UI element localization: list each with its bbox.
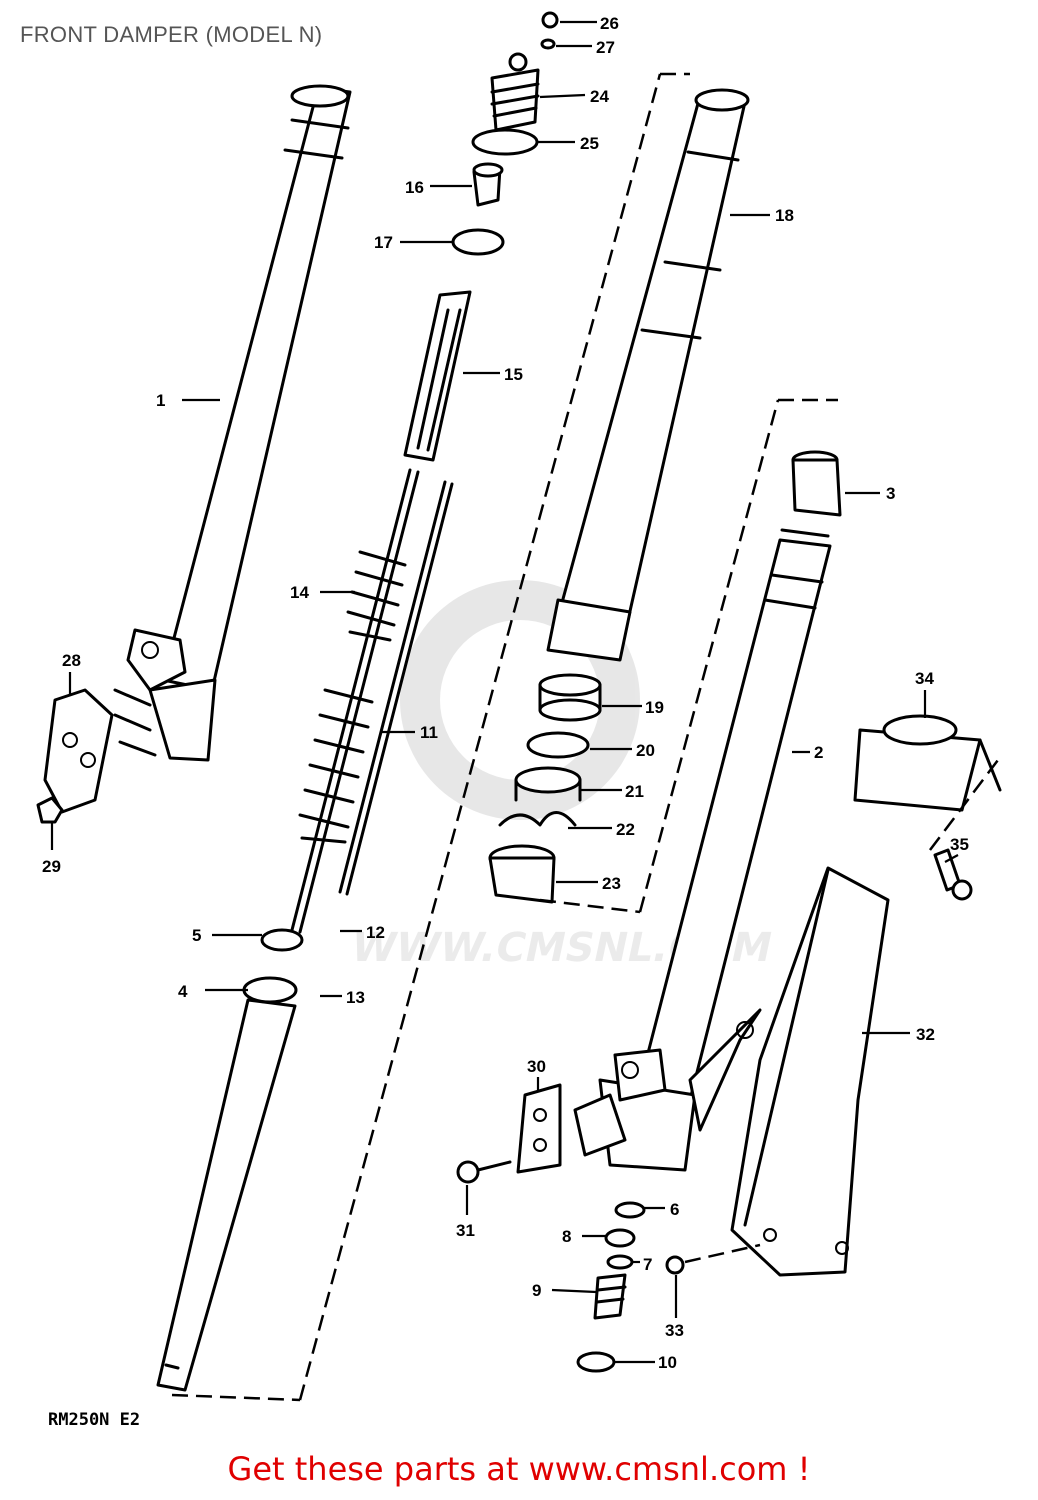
part-20-washer[interactable] bbox=[526, 731, 590, 759]
part-26-screw[interactable] bbox=[541, 11, 559, 29]
callout-22[interactable]: 22 bbox=[616, 820, 635, 839]
callout-30[interactable]: 30 bbox=[527, 1057, 546, 1076]
part-33-bolt[interactable] bbox=[665, 1243, 761, 1275]
footer-link[interactable]: Get these parts at www.cmsnl.com ! bbox=[227, 1450, 811, 1488]
part-3-bushing[interactable] bbox=[780, 450, 842, 538]
callout-35[interactable]: 35 bbox=[950, 835, 969, 854]
callout-24[interactable]: 24 bbox=[590, 87, 609, 106]
part-15-spacer[interactable] bbox=[403, 290, 472, 462]
part-11-long-spring[interactable] bbox=[298, 688, 374, 844]
part-31-bolt[interactable] bbox=[456, 1160, 512, 1184]
part-19-bushing[interactable] bbox=[538, 673, 602, 722]
leader-lines bbox=[50, 20, 959, 1364]
part-8-nut[interactable] bbox=[604, 1228, 636, 1248]
part-7-washer[interactable] bbox=[606, 1254, 634, 1270]
callout-16[interactable]: 16 bbox=[405, 178, 424, 197]
callout-7[interactable]: 7 bbox=[643, 1255, 652, 1274]
callout-21[interactable]: 21 bbox=[625, 782, 644, 801]
callout-6[interactable]: 6 bbox=[670, 1200, 679, 1219]
callout-11[interactable]: 11 bbox=[420, 723, 438, 742]
callout-18[interactable]: 18 bbox=[775, 206, 794, 225]
callout-labels: 1 2 3 4 5 6 7 8 9 10 11 12 13 14 15 16 1… bbox=[42, 14, 969, 1372]
exploded-parts-diagram: 1 2 3 4 5 6 7 8 9 10 11 12 13 14 15 16 1… bbox=[36, 11, 1002, 1402]
part-9-adjuster[interactable] bbox=[593, 1273, 627, 1320]
part-11-rod[interactable] bbox=[338, 480, 454, 896]
callout-33[interactable]: 33 bbox=[665, 1321, 684, 1340]
callout-4[interactable]: 4 bbox=[178, 982, 188, 1001]
diagram-code: RM250N E2 bbox=[48, 1410, 141, 1430]
callout-27[interactable]: 27 bbox=[596, 38, 615, 57]
callout-3[interactable]: 3 bbox=[886, 484, 895, 503]
callout-1[interactable]: 1 bbox=[156, 391, 165, 410]
part-2-axle-bracket[interactable] bbox=[573, 1008, 762, 1172]
callout-31[interactable]: 31 bbox=[456, 1221, 475, 1240]
damper-rod-assembly[interactable] bbox=[156, 468, 420, 1392]
callout-5[interactable]: 5 bbox=[192, 926, 201, 945]
part-10-oring[interactable] bbox=[576, 1351, 616, 1373]
callout-29[interactable]: 29 bbox=[42, 857, 61, 876]
part-24-cap-bolt[interactable] bbox=[490, 52, 540, 132]
part-29-nut[interactable] bbox=[36, 796, 64, 824]
part-14-spring[interactable] bbox=[346, 550, 407, 642]
callout-15[interactable]: 15 bbox=[504, 365, 523, 384]
part-16-collar[interactable] bbox=[472, 162, 504, 207]
callout-9[interactable]: 9 bbox=[532, 1281, 541, 1300]
assembly-dashed-lines bbox=[171, 72, 999, 1402]
part-21-oil-seal[interactable] bbox=[514, 766, 582, 802]
callout-23[interactable]: 23 bbox=[602, 874, 621, 893]
callout-14[interactable]: 14 bbox=[290, 583, 309, 602]
callout-10[interactable]: 10 bbox=[658, 1353, 677, 1372]
part-23-dust-seal[interactable] bbox=[488, 844, 556, 904]
callout-8[interactable]: 8 bbox=[562, 1227, 571, 1246]
callout-19[interactable]: 19 bbox=[645, 698, 664, 717]
callout-28[interactable]: 28 bbox=[62, 651, 81, 670]
part-27-washer[interactable] bbox=[540, 38, 556, 50]
part-25-o-ring[interactable] bbox=[471, 128, 539, 156]
callout-2[interactable]: 2 bbox=[814, 743, 823, 762]
callout-13[interactable]: 13 bbox=[346, 988, 365, 1007]
callout-12[interactable]: 12 bbox=[366, 923, 385, 942]
part-32-fork-guard[interactable] bbox=[730, 866, 890, 1277]
part-28-axle-holder[interactable] bbox=[43, 688, 157, 814]
callout-17[interactable]: 17 bbox=[374, 233, 393, 252]
callout-25[interactable]: 25 bbox=[580, 134, 599, 153]
part-35-bolt[interactable] bbox=[933, 848, 973, 901]
callout-26[interactable]: 26 bbox=[600, 14, 619, 33]
callout-34[interactable]: 34 bbox=[915, 669, 934, 688]
part-34-clamp[interactable] bbox=[853, 714, 1002, 812]
part-6-washer[interactable] bbox=[614, 1201, 646, 1219]
part-1-axle-bracket[interactable] bbox=[126, 628, 217, 762]
part-17-cap[interactable] bbox=[451, 228, 505, 256]
part-1-inner-tube-left[interactable] bbox=[161, 84, 352, 692]
part-18-outer-tube[interactable] bbox=[546, 88, 750, 662]
part-30-axle-holder[interactable] bbox=[516, 1083, 562, 1174]
page-title: FRONT DAMPER (MODEL N) bbox=[20, 22, 323, 47]
part-22-clip[interactable] bbox=[498, 811, 577, 827]
callout-32[interactable]: 32 bbox=[916, 1025, 935, 1044]
callout-20[interactable]: 20 bbox=[636, 741, 655, 760]
